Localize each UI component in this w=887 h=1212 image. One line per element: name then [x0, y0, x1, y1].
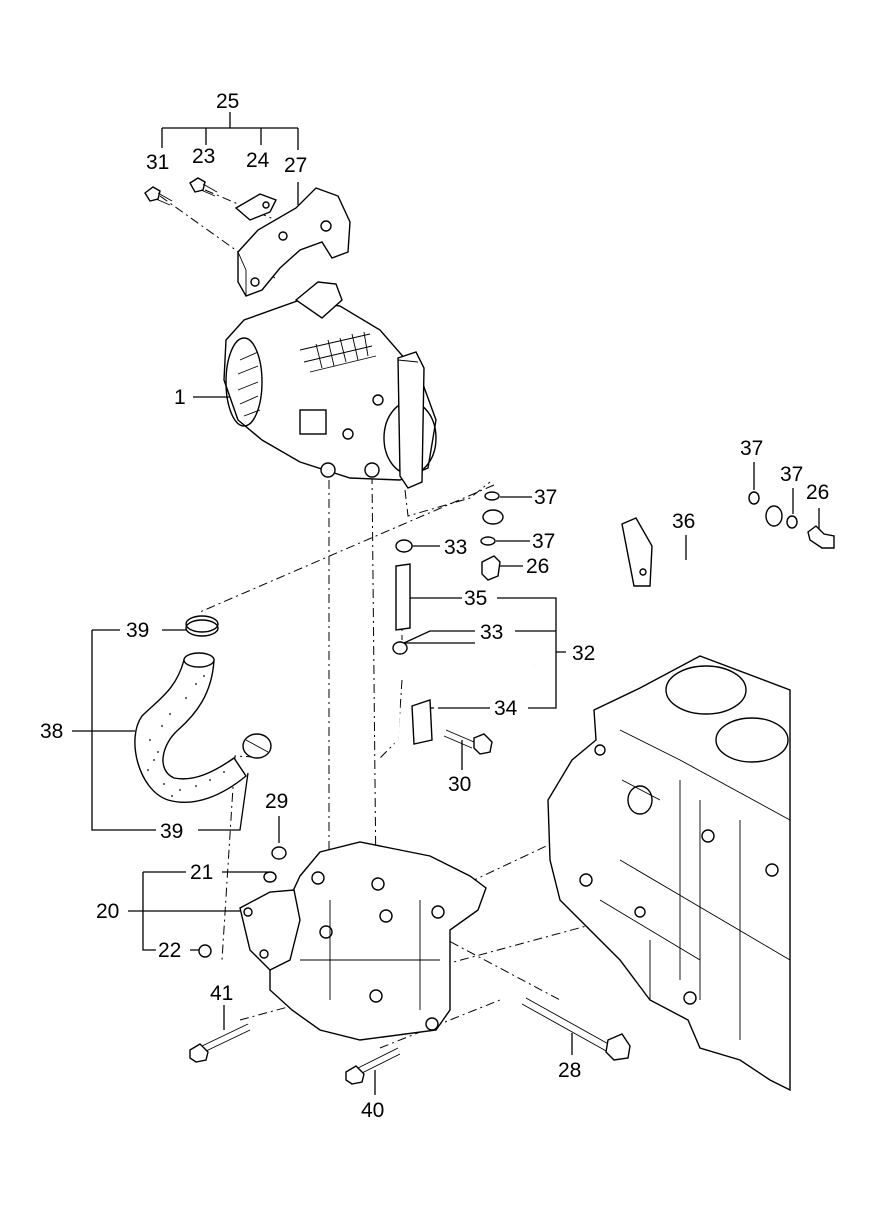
callout-37-c: 37 [532, 530, 555, 553]
callout-22: 22 [158, 939, 181, 962]
washer-37-a [484, 491, 500, 501]
callout-21: 21 [190, 861, 213, 884]
callout-34: 34 [494, 697, 518, 720]
engine-block [547, 655, 791, 1092]
bolt-26-right [807, 525, 835, 549]
bolt-28 [521, 997, 631, 1061]
bolt-23 [189, 177, 218, 197]
callout-37-a: 37 [534, 486, 557, 509]
callout-37-b: 37 [740, 437, 763, 460]
washer-37-c [480, 536, 496, 546]
clamp-33-upper [395, 539, 413, 553]
callout-39-lower: 39 [160, 820, 183, 843]
pipe-36 [480, 491, 835, 588]
hose-38 [134, 615, 272, 804]
leader-lines [72, 112, 820, 1095]
bolt-30 [443, 729, 493, 755]
callout-labels: 25 31 23 24 27 1 37 37 37 37 26 36 33 26… [40, 90, 829, 1122]
bolt-31 [144, 186, 173, 206]
callout-32: 32 [572, 642, 595, 665]
alternator [223, 281, 437, 489]
callout-30: 30 [448, 773, 471, 796]
callout-40: 40 [361, 1099, 384, 1122]
callout-24: 24 [246, 149, 270, 172]
washer-37-right-a [748, 491, 760, 505]
plate-24 [234, 193, 277, 221]
callout-27: 27 [284, 154, 307, 177]
callout-39-upper: 39 [126, 619, 149, 642]
callout-1: 1 [174, 386, 186, 409]
callout-41: 41 [210, 982, 233, 1005]
callout-38: 38 [40, 720, 63, 743]
sleeve-22 [198, 944, 212, 958]
callout-20: 20 [96, 900, 119, 923]
callout-28: 28 [558, 1059, 581, 1082]
bolt-41 [189, 1023, 251, 1063]
hose-35 [395, 563, 411, 631]
clamp-33-lower [392, 641, 408, 655]
hose-texture [147, 675, 225, 797]
clamp-39-lower [242, 733, 272, 759]
callout-33-lower: 33 [480, 621, 503, 644]
callout-26-right: 26 [806, 481, 829, 504]
nut-29 [271, 846, 287, 860]
washer-37-right-b [786, 515, 798, 529]
alternator-bracket [144, 177, 351, 297]
callout-25: 25 [216, 90, 239, 113]
assembly-32 [392, 539, 535, 759]
callout-36: 36 [672, 510, 695, 533]
callout-37-d: 37 [780, 463, 803, 486]
plate-20 [239, 889, 301, 971]
callout-26-center: 26 [526, 555, 549, 578]
mounting-bracket [198, 841, 487, 1041]
bolt-40 [345, 1047, 401, 1085]
callout-31: 31 [146, 151, 169, 174]
callout-29: 29 [265, 790, 288, 813]
sleeve-21 [263, 871, 277, 883]
callout-33-upper: 33 [444, 536, 467, 559]
callout-35: 35 [464, 587, 487, 610]
clamp-39-upper [185, 615, 219, 637]
callout-23: 23 [192, 145, 215, 168]
bolt-26-center [481, 555, 501, 581]
